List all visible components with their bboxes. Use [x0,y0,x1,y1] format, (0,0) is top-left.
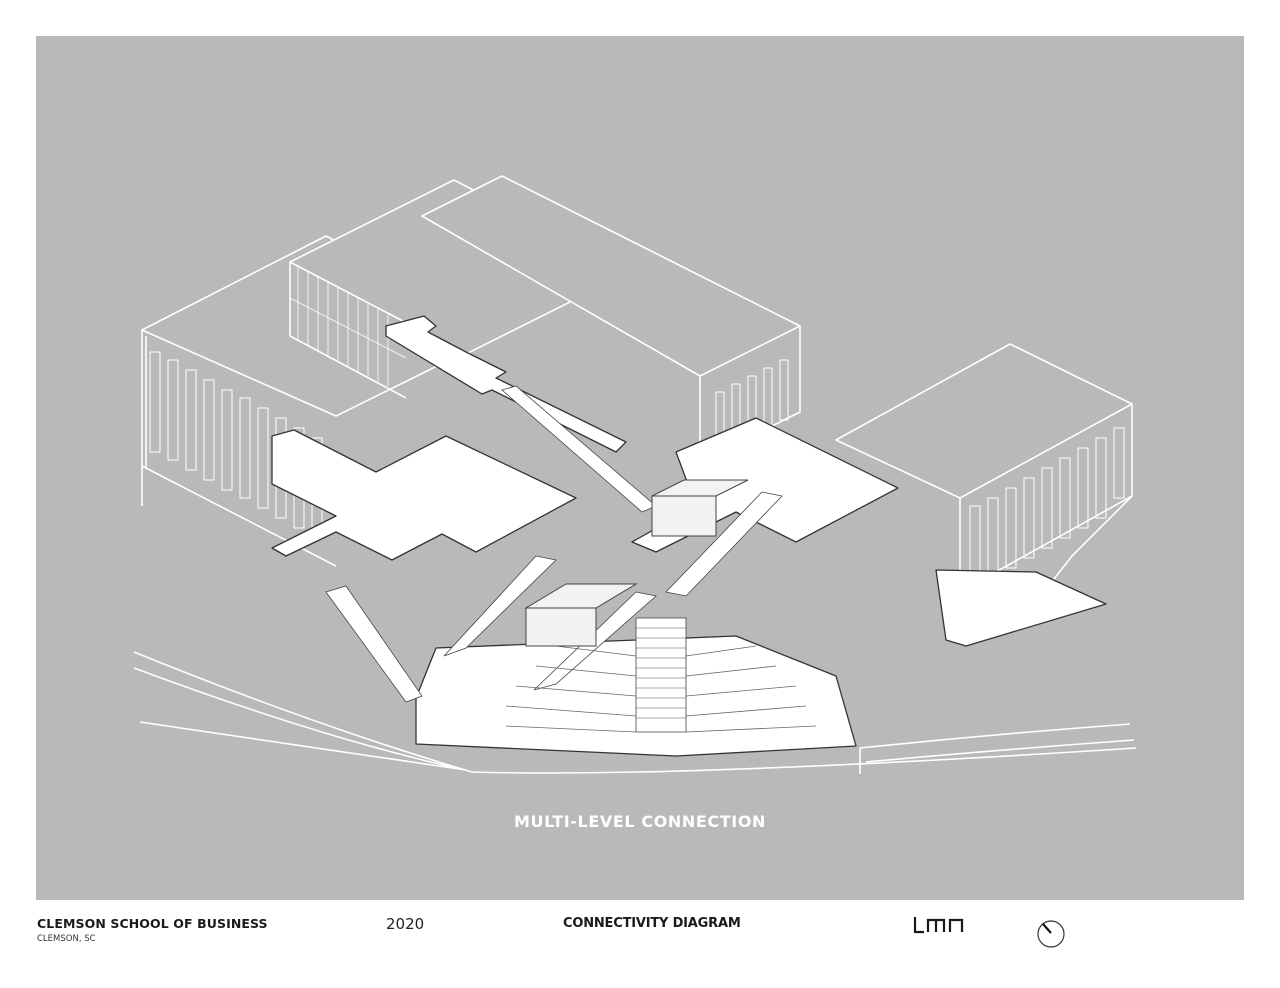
stair-mid-left [443,555,557,657]
axonometric-building-drawing [133,175,1137,774]
project-title: CLEMSON SCHOOL OF BUSINESS [37,916,268,931]
sheet-title: CONNECTIVITY DIAGRAM [563,916,741,931]
stair-grand-center [635,617,687,733]
project-year: 2020 [386,915,425,933]
center-pavilion [524,583,638,609]
drawing-panel: MULTI-LEVEL CONNECTION [36,36,1244,900]
stair-left [325,585,423,703]
plaza-slab-left [271,429,577,561]
right-terrace [935,569,1107,647]
bridge-slab-upper [385,315,627,453]
north-arrow-icon [1034,917,1068,956]
project-location: CLEMSON, SC [37,934,96,944]
drawing-caption: MULTI-LEVEL CONNECTION [513,812,767,831]
stair-right [665,491,783,597]
lmn-logo-icon [912,915,972,940]
